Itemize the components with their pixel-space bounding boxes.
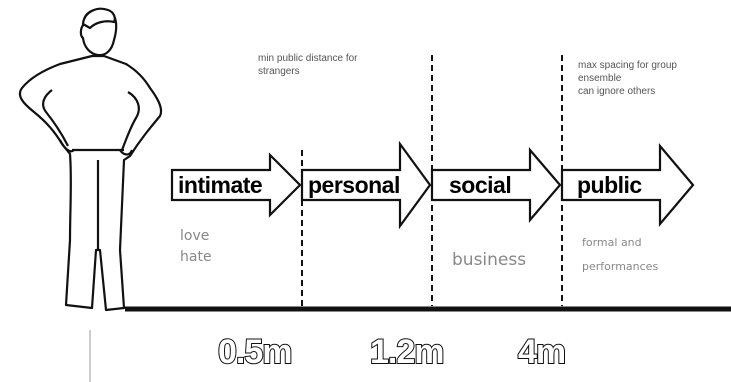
arrow-social <box>430 147 562 223</box>
example-performances: performances <box>582 260 659 273</box>
public-note: max spacing for group ensemble can ignor… <box>578 59 731 98</box>
example-business: business <box>452 250 527 270</box>
arrow-personal <box>300 140 432 230</box>
arrow-public <box>560 142 695 228</box>
distance-label-4m: 4m <box>517 332 567 372</box>
intimate-examples: love hate <box>180 226 212 268</box>
example-formal: formal and <box>582 236 642 249</box>
zone-label-personal: personal <box>308 172 400 198</box>
public-note-line: can ignore others <box>578 86 656 97</box>
person-figure <box>18 7 163 312</box>
public-note-line: ensemble <box>578 73 622 84</box>
public-note-line: max spacing for group <box>578 60 677 71</box>
distance-label-0-5m: 0.5m <box>217 332 293 372</box>
personal-note-line: min public distance for <box>258 53 358 64</box>
zone-label-social: social <box>449 172 512 198</box>
personal-note: min public distance for strangers <box>258 52 358 78</box>
zone-label-public: public <box>577 172 642 198</box>
example-hate: hate <box>180 249 212 265</box>
distance-label-1-2m: 1.2m <box>369 332 445 372</box>
personal-note-line: strangers <box>258 66 300 77</box>
zone-label-intimate: intimate <box>178 172 263 198</box>
arrow-intimate <box>170 152 302 218</box>
public-examples: formal and performances <box>582 231 658 279</box>
example-love: love <box>180 228 210 244</box>
